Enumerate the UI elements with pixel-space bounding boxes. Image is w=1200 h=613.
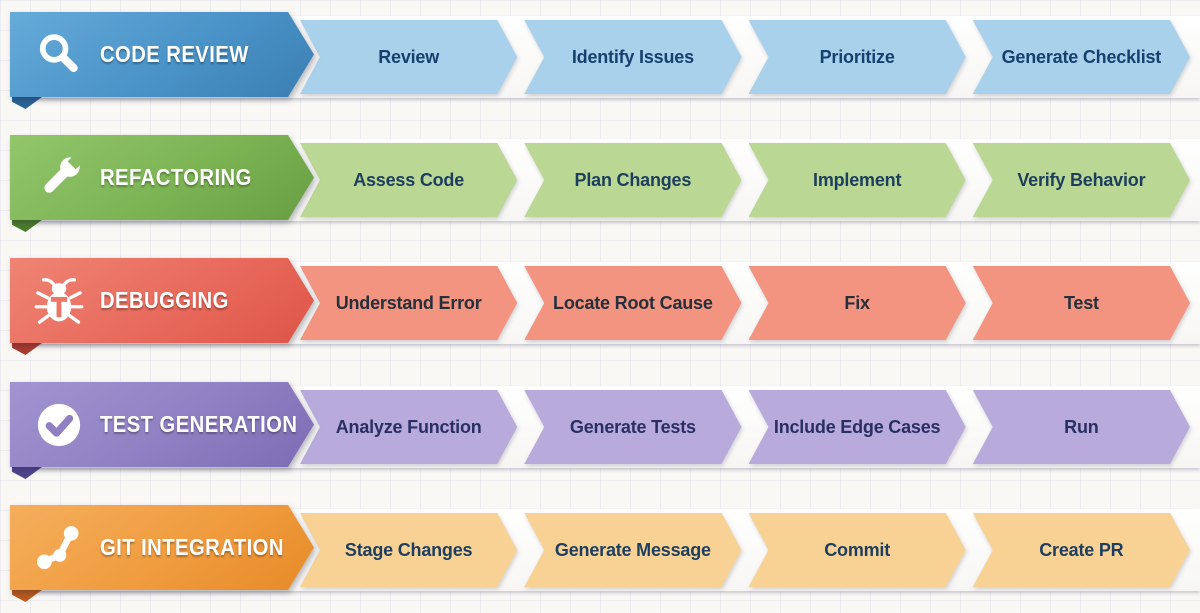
workflow-row-debugging: Understand Error Locate Root Cause Fix T… [0, 256, 1200, 355]
row-title: GIT INTEGRATION [100, 534, 284, 560]
row-steps: Assess Code Plan Changes Implement Verif… [300, 143, 1190, 217]
row-title: DEBUGGING [100, 287, 229, 313]
ribbon-fold [12, 467, 42, 479]
ribbon-fold [12, 220, 42, 232]
step-chevron: Implement [749, 143, 966, 217]
row-header-ribbon: GIT INTEGRATION [10, 505, 314, 590]
magnifier-icon [33, 29, 85, 81]
git-branch-icon [33, 522, 85, 574]
step-label: Stage Changes [344, 539, 473, 560]
step-label: Include Edge Cases [773, 416, 941, 437]
workflow-row-test-generation: Analyze Function Generate Tests Include … [0, 380, 1200, 479]
step-chevron: Create PR [973, 513, 1190, 587]
step-label: Verify Behavior [1017, 169, 1146, 190]
workflow-row-git-integration: Stage Changes Generate Message Commit Cr… [0, 503, 1200, 602]
step-chevron: Test [973, 266, 1190, 340]
step-chevron: Include Edge Cases [749, 390, 966, 464]
step-label: Create PR [1039, 539, 1124, 560]
row-title: CODE REVIEW [100, 41, 249, 67]
check-circle-icon [33, 399, 85, 451]
step-label: Identify Issues [571, 46, 694, 67]
row-header-ribbon: TEST GENERATION [10, 382, 314, 467]
step-label: Plan Changes [574, 169, 692, 190]
step-chevron: Review [300, 20, 517, 94]
wrench-icon [33, 152, 85, 204]
step-label: Fix [844, 292, 870, 313]
step-chevron: Fix [749, 266, 966, 340]
step-chevron: Generate Message [524, 513, 741, 587]
step-label: Commit [824, 539, 891, 560]
row-header-ribbon: REFACTORING [10, 135, 314, 220]
step-chevron: Stage Changes [300, 513, 517, 587]
step-chevron: Plan Changes [524, 143, 741, 217]
step-label: Test [1063, 292, 1099, 313]
step-label: Assess Code [353, 169, 465, 190]
row-header-ribbon: DEBUGGING [10, 258, 314, 343]
step-label: Generate Checklist [1001, 46, 1162, 67]
step-label: Generate Tests [569, 416, 696, 437]
row-header-ribbon: CODE REVIEW [10, 12, 314, 97]
ribbon-fold [12, 590, 42, 602]
workflow-row-code-review: Review Identify Issues Prioritize Genera… [0, 10, 1200, 109]
step-chevron: Run [973, 390, 1190, 464]
step-chevron: Prioritize [749, 20, 966, 94]
row-steps: Review Identify Issues Prioritize Genera… [300, 20, 1190, 94]
ribbon-fold [12, 343, 42, 355]
step-label: Generate Message [554, 539, 711, 560]
step-label: Prioritize [819, 46, 895, 67]
step-chevron: Commit [749, 513, 966, 587]
row-steps: Analyze Function Generate Tests Include … [300, 390, 1190, 464]
step-chevron: Verify Behavior [973, 143, 1190, 217]
step-label: Implement [813, 169, 902, 190]
step-chevron: Locate Root Cause [524, 266, 741, 340]
workflow-row-refactoring: Assess Code Plan Changes Implement Verif… [0, 133, 1200, 232]
row-title: REFACTORING [100, 164, 252, 190]
step-chevron: Understand Error [300, 266, 517, 340]
step-chevron: Identify Issues [524, 20, 741, 94]
step-label: Analyze Function [335, 416, 482, 437]
step-chevron: Generate Checklist [973, 20, 1190, 94]
row-steps: Stage Changes Generate Message Commit Cr… [300, 513, 1190, 587]
step-label: Locate Root Cause [553, 292, 713, 313]
ribbon-fold [12, 97, 42, 109]
step-label: Review [378, 46, 440, 67]
step-chevron: Analyze Function [300, 390, 517, 464]
bug-icon [33, 275, 85, 327]
step-label: Understand Error [335, 292, 482, 313]
step-label: Run [1064, 416, 1099, 437]
step-chevron: Assess Code [300, 143, 517, 217]
row-title: TEST GENERATION [100, 411, 298, 437]
row-steps: Understand Error Locate Root Cause Fix T… [300, 266, 1190, 340]
step-chevron: Generate Tests [524, 390, 741, 464]
